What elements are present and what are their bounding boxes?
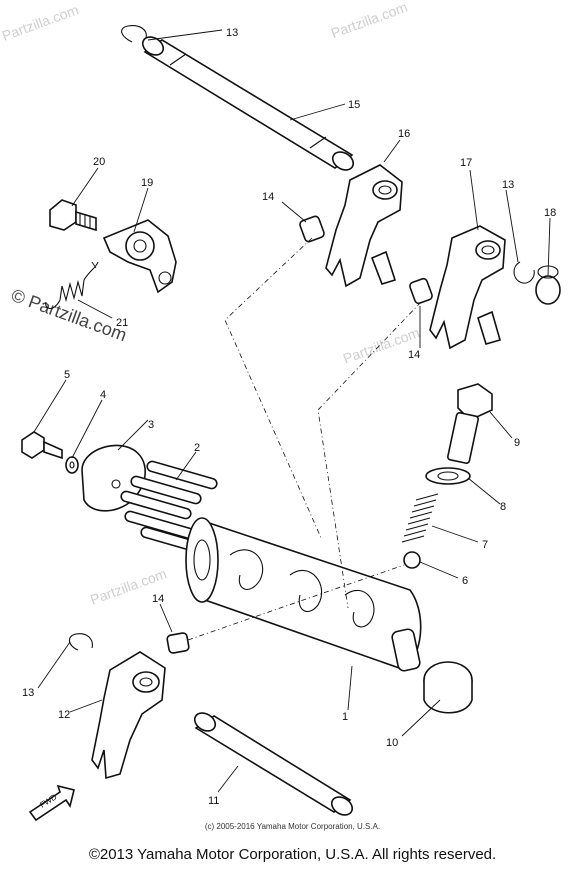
callout-13: 13 [226,27,238,39]
part-10-cap [423,661,473,714]
part-21-spring [45,261,99,310]
part-7-spring [401,493,439,543]
callout-9: 9 [514,437,520,449]
leader-lines [33,29,551,793]
part-8-washer [425,467,471,485]
part-1-shift-drum [185,517,422,672]
page-copyright: ©2013 Yamaha Motor Corporation, U.S.A. A… [88,846,497,863]
callout-13: 13 [502,179,514,191]
callout-5: 5 [64,369,70,381]
callout-14: 14 [408,349,420,361]
alignment-lines [187,237,422,641]
fwd-arrow-icon: FWD [28,784,75,822]
part-14-pin-lower [166,632,190,654]
part-4-washer [65,456,79,474]
part-13-circlip-top [121,25,147,43]
callout-21: 21 [116,317,128,329]
callout-16: 16 [398,128,410,140]
part-19-stopper-lever [102,219,177,294]
watermark-text: Partzilla.com [0,1,81,43]
callout-17: 17 [460,157,472,169]
callouts: 13 15 16 17 13 18 14 14 20 19 21 5 4 3 2… [22,27,556,807]
part-6-ball [403,551,421,569]
part-14-pin-right [409,277,433,305]
part-14-pin-upper [299,215,325,243]
callout-18: 18 [544,207,556,219]
watermark-text: Partzilla.com [329,0,410,41]
callout-14: 14 [262,191,274,203]
callout-7: 7 [482,539,488,551]
callout-3: 3 [148,419,154,431]
watermark-primary: © Partzilla.com [9,285,130,345]
part-20-bolt [49,199,97,232]
callout-19: 19 [141,177,153,189]
part-12-shift-fork [91,651,166,780]
callout-2: 2 [194,442,200,454]
callout-12: 12 [58,709,70,721]
callout-6: 6 [462,575,468,587]
part-5-screw [21,431,63,460]
callout-10: 10 [386,737,398,749]
part-16-shift-fork [325,164,403,288]
watermark-brand: © Partzilla.com [9,285,130,345]
part-9-plug-bolt [447,383,493,465]
part-11-shaft [193,712,354,816]
part-17-shift-fork [429,225,506,350]
callout-4: 4 [100,389,106,401]
part-13-circlip-lower [68,633,93,651]
part-15-shaft [141,36,355,171]
callout-15: 15 [348,99,360,111]
diagram-copyright: (c) 2005-2016 Yamaha Motor Corporation, … [204,822,381,831]
callout-8: 8 [500,501,506,513]
callout-13: 13 [22,687,34,699]
callout-14: 14 [152,593,164,605]
callout-1: 1 [342,711,348,723]
part-13-circlip-right [513,261,535,284]
callout-20: 20 [93,156,105,168]
callout-11: 11 [208,795,219,807]
